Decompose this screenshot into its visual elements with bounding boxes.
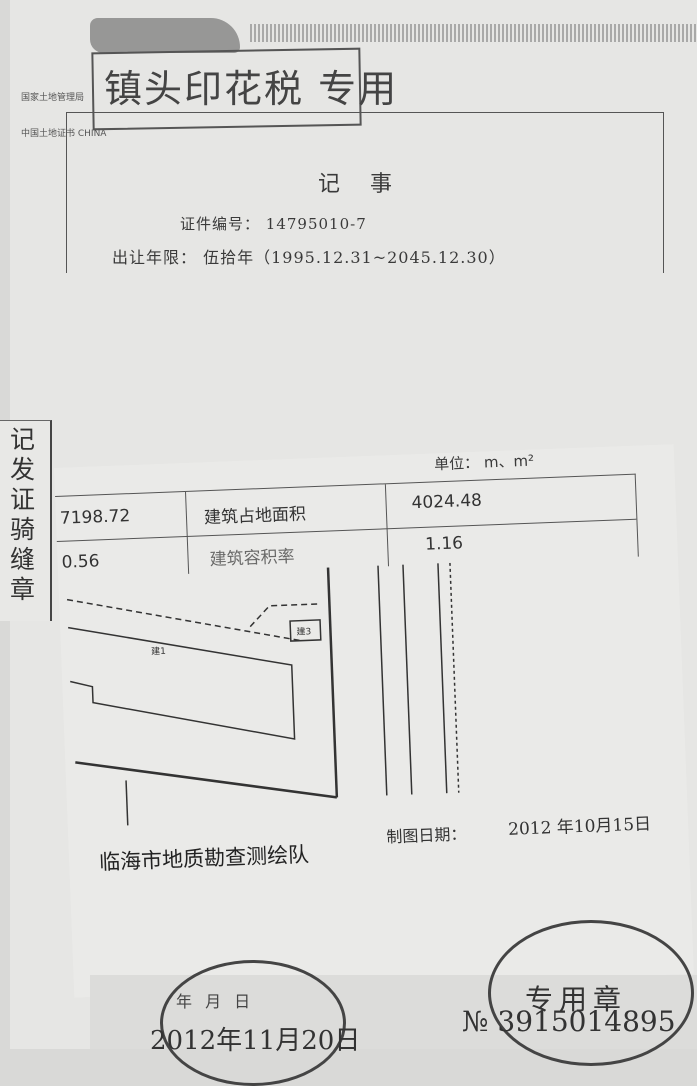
boundary-dashed xyxy=(66,598,301,642)
construction-label: 建筑容积率 xyxy=(209,546,295,571)
small-building-outline xyxy=(289,619,322,642)
road-line xyxy=(376,554,388,796)
slip-char: 章 xyxy=(10,575,36,604)
slip-char: 记 xyxy=(10,425,36,454)
term-line: 出让年限： 伍拾年（1995.12.31~2045.12.30） xyxy=(112,244,506,268)
record-title: 记事 xyxy=(318,172,423,197)
road-edge xyxy=(75,761,338,799)
building-area-label: 建筑占地面积 xyxy=(203,504,307,529)
ink-blot xyxy=(90,18,240,53)
tax-stamp-text: 镇头印花税 专用 xyxy=(104,67,399,111)
security-pattern xyxy=(250,24,697,42)
unit-line: 单位： m、m² xyxy=(434,450,535,475)
drawing-date-label: 制图日期： xyxy=(386,824,467,847)
slip-char: 缝 xyxy=(10,545,36,574)
unit-label: 单位： xyxy=(433,453,480,474)
parcel-label: 建3 xyxy=(296,625,311,638)
slip-char: 证 xyxy=(10,485,36,514)
road-line xyxy=(436,554,448,794)
parcel-map-sheet: 单位： m、m² 7198.72 建筑占地面积 4024.48 0.56 建筑容… xyxy=(54,444,694,998)
road-line xyxy=(448,554,460,793)
term-label: 出让年限： xyxy=(112,248,198,267)
drawing-date-value: 2012 年10月15日 xyxy=(507,814,652,840)
certificate-header: 国家土地管理局 中国土地证书 CHINA xyxy=(15,88,255,139)
seal-left-text: 年 月 日 xyxy=(176,992,255,1011)
unit-value: m、m² xyxy=(483,451,535,472)
slip-char: 发 xyxy=(10,455,36,484)
parcel-map-drawing: 建1 建3 xyxy=(66,554,460,826)
building-area-value: 4024.48 xyxy=(411,490,483,514)
cert-number-label: 证件编号： xyxy=(180,215,261,233)
road-edge xyxy=(326,554,339,798)
area-value: 7198.72 xyxy=(59,506,131,529)
slip-char: 骑 xyxy=(10,515,36,544)
construction-value: 1.16 xyxy=(424,533,464,555)
cert-number-line: 证件编号： 14795010-7 xyxy=(180,213,367,234)
cert-number-value: 14795010-7 xyxy=(265,215,367,233)
issue-date: 2012年11月20日 xyxy=(150,1026,361,1056)
term-value: 伍拾年（1995.12.31~2045.12.30） xyxy=(203,248,506,267)
building-outline xyxy=(68,626,296,740)
seam-seal-slip: 记 发 证 骑 缝 章 xyxy=(0,420,52,621)
parcel-label: 建1 xyxy=(151,645,166,658)
header-line-2: 中国土地证书 CHINA xyxy=(21,129,107,139)
header-line-1: 国家土地管理局 xyxy=(21,93,85,103)
surveyor-name: 临海市地质勘查测绘队 xyxy=(98,842,310,875)
record-frame xyxy=(66,112,664,273)
parcel-line xyxy=(125,780,129,826)
road-line xyxy=(401,554,413,795)
ratio-value: 0.56 xyxy=(61,551,100,573)
seal-right-text: 专用章 xyxy=(525,983,628,1016)
serial-number: № 3915014895 xyxy=(462,1005,676,1038)
boundary-dashed xyxy=(249,603,320,628)
